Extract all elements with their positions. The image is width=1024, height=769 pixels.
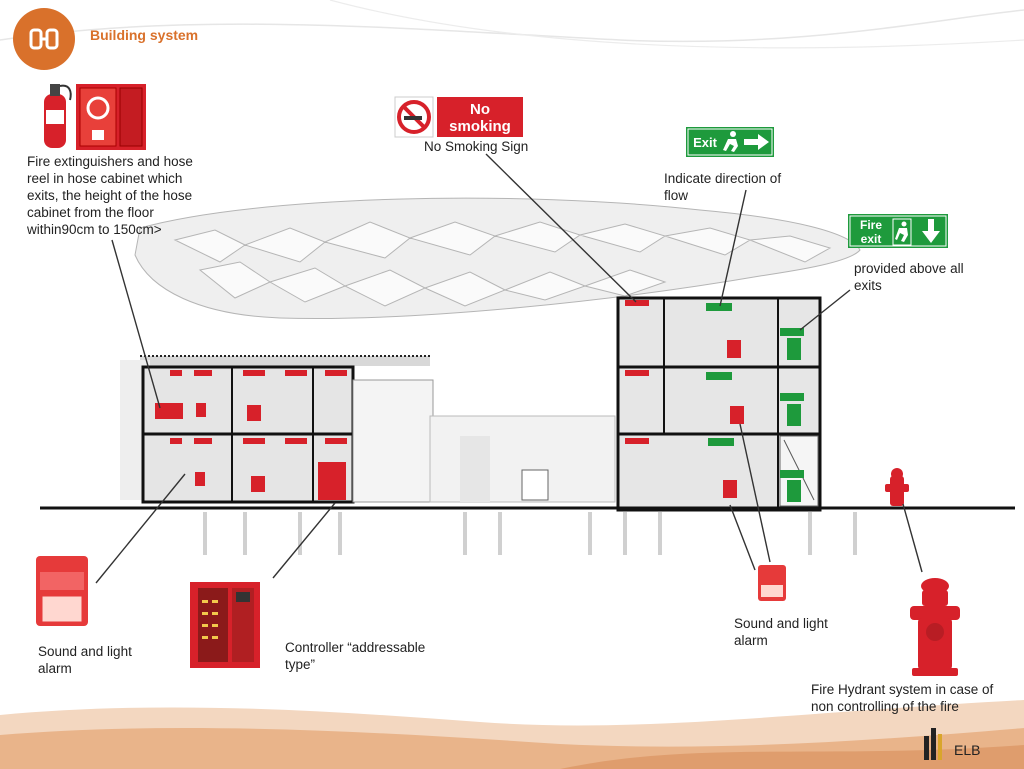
header-logo-icon [13,8,75,70]
fire-exit-text-1: Fire [860,218,882,232]
fire-hydrant-icon [910,578,960,676]
ground [40,506,1015,555]
alarm-right-icon [758,565,786,601]
alarm-left-icon [36,556,88,626]
left-building [120,355,434,504]
hose-cabinet-icon [76,84,146,150]
leader-lines [95,153,923,584]
running-man-icon [892,218,912,246]
canopy-roof [134,197,861,319]
page-title: Building system [90,27,199,43]
label-controller: Controller “addressable type” [285,640,426,672]
no-smoking-text-2: smoking [449,118,511,135]
no-smoking-text-1: No [470,101,490,118]
building-logo-icon [924,728,942,760]
interior-exit-signs [706,303,804,502]
running-man-icon [723,131,738,152]
fire-extinguisher-icon [44,84,72,148]
link-icon [29,28,59,50]
label-hydrant: Fire Hydrant system in case of non contr… [811,682,994,714]
interior-devices [155,300,744,500]
elb-logo-text: ELB [954,742,981,758]
middle-building [429,415,616,503]
arrow-right-icon [744,134,769,150]
label-no-smoking: No Smoking Sign [424,139,529,154]
label-direction: Indicate direction of flow [664,171,782,203]
exit-sign-text: Exit [693,135,718,150]
fire-exit-text-2: exit [861,232,882,246]
label-extinguisher: Fire extinguishers and hose reel in hose… [27,154,193,237]
hydrant-small [885,468,909,506]
label-alarm-right: Sound and light alarm [734,616,828,648]
arrow-down-icon [922,219,940,243]
fire-alarm-controller-icon [190,582,260,668]
elb-logo: ELB [920,722,980,762]
label-alarm-left: Sound and light alarm [38,644,132,676]
label-exits: provided above all exits [854,261,964,293]
